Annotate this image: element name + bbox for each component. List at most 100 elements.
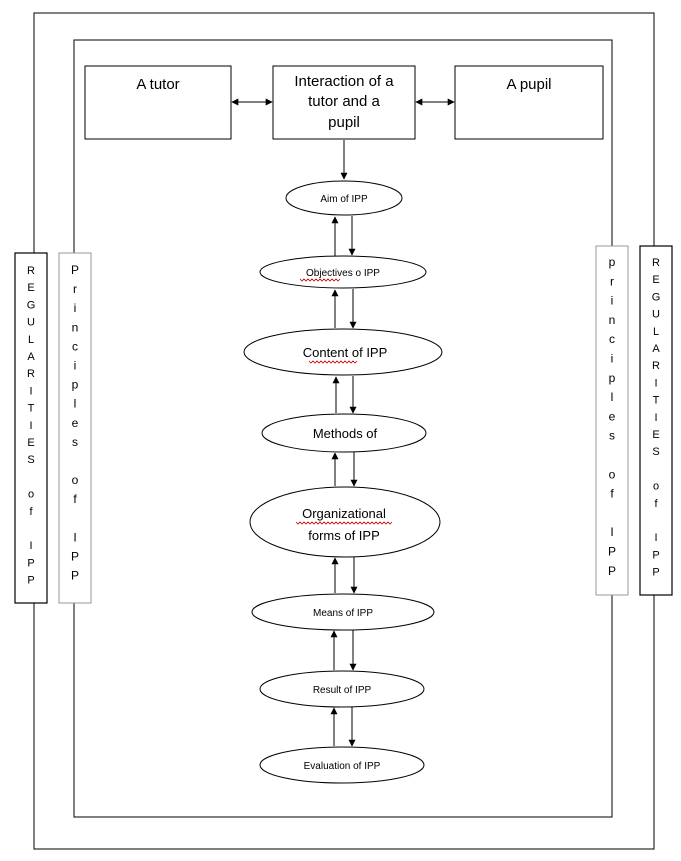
bar-letter: U — [27, 317, 35, 329]
interaction-label-line-3: pupil — [328, 114, 360, 131]
bar-letter: i — [611, 294, 614, 308]
forms-label-line-1: Organizational — [302, 506, 386, 521]
aim-objectives-arrows — [331, 216, 356, 256]
pupil-box: A pupil — [454, 65, 604, 140]
bar-letter: n — [72, 320, 79, 334]
bar-letter: A — [652, 343, 660, 355]
bar-letter: R — [652, 257, 660, 269]
spellcheck-squiggle — [299, 278, 341, 282]
bar-letter: R — [27, 368, 35, 380]
interaction-box: Interaction of a tutor and a pupil — [272, 65, 416, 140]
bar-letter: R — [652, 360, 660, 372]
evaluation-node: Evaluation of IPP — [259, 746, 425, 784]
result-evaluation-arrows — [330, 707, 356, 747]
bar-letter: I — [654, 377, 657, 389]
methods-label: Methods of — [313, 426, 378, 441]
bar-letter: I — [29, 420, 32, 432]
bar-letter: r — [610, 274, 614, 288]
bar-letter: p — [609, 371, 616, 385]
bar-letter: P — [27, 575, 34, 587]
bar-letter: I — [654, 532, 657, 544]
bar-letter: A — [27, 351, 35, 363]
bar-letter: P — [71, 550, 79, 564]
bar-letter: o — [653, 481, 659, 493]
bar-letter: P — [71, 263, 79, 277]
bar-letter: T — [653, 395, 660, 407]
forms-means-arrows — [331, 557, 358, 594]
bar-letter: P — [71, 569, 79, 583]
bar-letter: L — [653, 326, 659, 338]
bar-letter: l — [74, 397, 77, 411]
bar-letter: p — [72, 378, 79, 392]
bar-letter: o — [28, 489, 34, 501]
objectives-node: Objectives o IPP — [259, 255, 427, 289]
bar-letter: i — [74, 359, 77, 373]
bar-letter: P — [608, 564, 616, 578]
spellcheck-squiggle — [308, 360, 358, 364]
bar-letter: l — [611, 390, 614, 404]
right-principles-bar — [595, 245, 629, 596]
bar-letter: o — [609, 467, 616, 481]
bar-letter: E — [27, 437, 34, 449]
bar-letter: r — [73, 282, 77, 296]
bar-letter: G — [652, 291, 661, 303]
result-node: Result of IPP — [259, 670, 425, 708]
means-node: Means of IPP — [251, 593, 435, 631]
bar-letter: S — [27, 454, 34, 466]
pupil-label: A pupil — [506, 76, 551, 93]
interaction-label-line-1: Interaction of a — [294, 73, 394, 90]
tutor-box: A tutor — [84, 65, 232, 140]
bar-letter: c — [72, 339, 78, 353]
bar-letter: I — [654, 412, 657, 424]
organizational-forms-node: Organizational forms of IPP — [249, 486, 441, 558]
evaluation-label: Evaluation of IPP — [304, 761, 381, 772]
bar-letter: s — [609, 429, 615, 443]
tutor-label: A tutor — [136, 76, 179, 93]
bar-letter: f — [29, 506, 33, 518]
bar-letter: R — [27, 265, 35, 277]
bar-letter: p — [609, 255, 616, 269]
aim-node: Aim of IPP — [285, 180, 403, 216]
bar-letter: U — [652, 309, 660, 321]
aim-label: Aim of IPP — [320, 194, 368, 205]
bar-letter: i — [74, 301, 77, 315]
bar-letter: P — [652, 549, 659, 561]
bar-letter: n — [609, 313, 616, 327]
content-label: Content of IPP — [303, 345, 388, 360]
means-result-arrows — [330, 630, 357, 671]
content-methods-arrows — [332, 376, 357, 414]
objectives-content-arrows — [331, 289, 357, 329]
bar-letter: I — [29, 540, 32, 552]
right-regularities-bar — [639, 245, 673, 596]
forms-label-line-2: forms of IPP — [308, 528, 380, 543]
left-regularities-bar — [14, 252, 48, 604]
left-principles-bar — [58, 252, 92, 604]
bar-letter: I — [29, 385, 32, 397]
bar-letter: f — [654, 498, 658, 510]
bar-letter: P — [27, 557, 34, 569]
bar-letter: P — [608, 545, 616, 559]
bar-letter: E — [652, 274, 659, 286]
bar-letter: e — [72, 416, 79, 430]
methods-node: Methods of — [261, 413, 427, 453]
bar-letter: P — [652, 567, 659, 579]
bar-letter: L — [28, 334, 34, 346]
interaction-label-line-2: tutor and a — [308, 93, 380, 110]
objectives-label: Objectives o IPP — [306, 268, 380, 279]
bar-letter: E — [652, 429, 659, 441]
spellcheck-squiggle — [295, 521, 393, 525]
bar-letter: I — [610, 525, 613, 539]
bar-letter: f — [73, 492, 77, 506]
bar-letter: i — [611, 352, 614, 366]
result-label: Result of IPP — [313, 685, 372, 696]
bar-letter: T — [28, 403, 35, 415]
bar-letter: o — [72, 473, 79, 487]
means-label: Means of IPP — [313, 608, 373, 619]
bar-letter: G — [27, 299, 36, 311]
content-node: Content of IPP — [243, 328, 443, 376]
bar-letter: f — [610, 487, 614, 501]
